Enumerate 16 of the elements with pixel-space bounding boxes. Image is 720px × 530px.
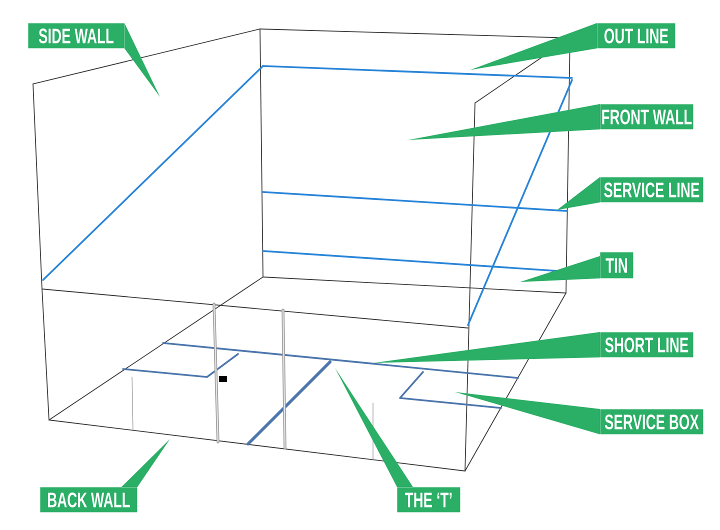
callout-bubble: OUT LINE (470, 23, 676, 70)
node-label: SHORT LINE (605, 338, 688, 352)
node-label: TIN (606, 258, 627, 273)
callout-bubble: TIN (520, 252, 634, 282)
callout-bubble: BACK WALL (40, 439, 170, 512)
node-label: OUT LINE (604, 28, 668, 44)
node-label: SIDE WALL (38, 28, 114, 44)
node-label: FRONT WALL (602, 110, 692, 124)
node-label: THE ‘T’ (404, 492, 452, 508)
callout-bubble: SHORT LINE (373, 332, 694, 363)
callout-bubble: SERVICE BOX (455, 392, 704, 434)
callout-bubble: FRONT WALL (408, 104, 694, 140)
callout-bubble: SIDE WALL (28, 23, 160, 97)
node-label: SERVICE BOX (604, 414, 699, 430)
callout-bubble: THE ‘T’ (335, 368, 460, 512)
callout-bubble: SERVICE LINE (557, 177, 704, 210)
